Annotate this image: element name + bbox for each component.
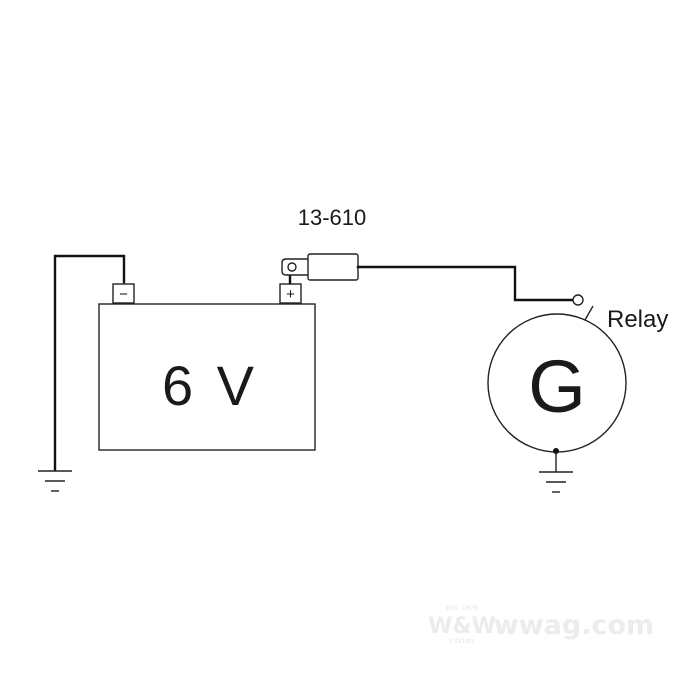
relay-terminal-eyelet [572, 294, 584, 306]
watermark-logo: EST. 1979 W&W CYCLES wwag.com [428, 605, 654, 645]
battery-minus-label: − [119, 286, 128, 303]
watermark-place: CYCLES [449, 638, 474, 645]
battery-positive-terminal: + [279, 283, 302, 304]
generator-ground-dot [553, 448, 559, 454]
connector-ring-eyelet [287, 262, 297, 272]
wire-connector-to-relay [356, 265, 574, 302]
watermark-est: EST. 1979 [446, 605, 479, 612]
watermark-site: wwag.com [494, 610, 654, 641]
battery-plus-label: + [286, 286, 295, 303]
connector-part-number: 13-610 [298, 205, 367, 230]
watermark-brand: W&W [428, 614, 496, 639]
connector-13-610 [281, 253, 359, 281]
relay-label: Relay [607, 306, 668, 333]
ground-symbol-left [38, 470, 72, 492]
battery-voltage-label: 6 V [162, 354, 258, 417]
ground-wire-left [53, 254, 126, 472]
relay-contact [584, 305, 594, 321]
generator-label: G [528, 345, 586, 428]
battery-body [98, 303, 316, 451]
ground-symbol-right [539, 471, 573, 493]
battery-negative-terminal: − [112, 283, 135, 304]
